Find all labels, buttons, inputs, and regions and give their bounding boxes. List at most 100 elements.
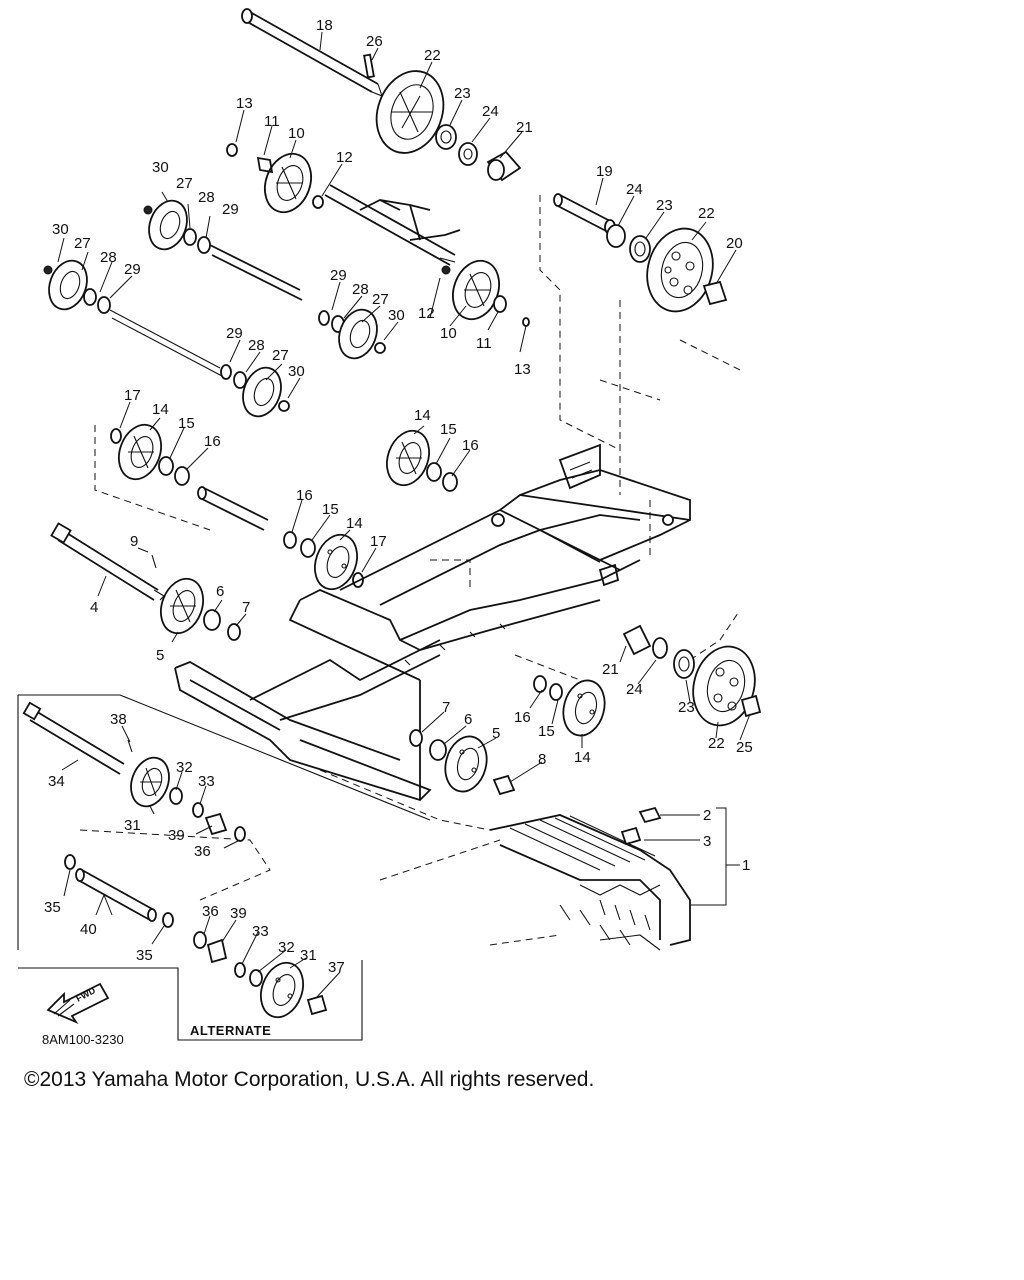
callout-19: 19: [596, 163, 613, 180]
callout-16: 16: [296, 487, 313, 504]
callout-6: 6: [464, 711, 472, 728]
callout-30: 30: [388, 307, 405, 324]
callout-29: 29: [124, 261, 141, 278]
shaft-19-assembly: [553, 193, 728, 313]
callout-22: 22: [424, 47, 441, 64]
callout-14: 14: [574, 749, 591, 766]
slide-rail-frame: [174, 443, 691, 802]
callout-leaders: [57, 31, 751, 999]
reference-lines: [79, 195, 741, 946]
callout-22: 22: [698, 205, 715, 222]
wheel-22-lower-right: [622, 624, 762, 727]
callout-21: 21: [516, 119, 533, 136]
callout-28: 28: [100, 249, 117, 266]
callout-21: 21: [602, 661, 619, 678]
callout-23: 23: [454, 85, 471, 102]
callout-14: 14: [152, 401, 169, 418]
alternate-wheel-assembly: [193, 931, 328, 1019]
shaft-center-left: [197, 486, 269, 531]
idler-wheel-22-top: [375, 70, 522, 182]
callout-5: 5: [156, 647, 164, 664]
callout-25: 25: [736, 739, 753, 756]
callout-29: 29: [226, 325, 243, 342]
callout-14: 14: [346, 515, 363, 532]
spacer-40-pair: [64, 854, 174, 928]
callout-24: 24: [626, 181, 643, 198]
track-belt: [489, 806, 740, 951]
wheel-stack-lower: [220, 364, 290, 418]
shaft-4-assembly: [50, 522, 241, 641]
callout-34: 34: [48, 773, 65, 790]
callout-17: 17: [124, 387, 141, 404]
callout-27: 27: [372, 291, 389, 308]
callout-30: 30: [152, 159, 169, 176]
callout-16: 16: [462, 437, 479, 454]
callout-16: 16: [204, 433, 221, 450]
callout-39: 39: [230, 905, 247, 922]
callout-31: 31: [300, 947, 317, 964]
wheel-stack-upper-left: [143, 199, 303, 301]
callout-33: 33: [198, 773, 215, 790]
callout-8: 8: [538, 751, 546, 768]
callout-36: 36: [194, 843, 211, 860]
callout-26: 26: [366, 33, 383, 50]
wheel-14-lower-right: [533, 675, 606, 737]
drawing-code: 8AM100-3230: [42, 1032, 124, 1047]
callout-17: 17: [370, 533, 387, 550]
callout-4: 4: [90, 599, 98, 616]
callout-1: 1: [742, 857, 750, 874]
callout-5: 5: [492, 725, 500, 742]
callout-12: 12: [336, 149, 353, 166]
callout-30: 30: [52, 221, 69, 238]
callout-32: 32: [278, 939, 295, 956]
callout-15: 15: [178, 415, 195, 432]
callout-23: 23: [678, 699, 695, 716]
callout-15: 15: [440, 421, 457, 438]
callout-10: 10: [440, 325, 457, 342]
callout-24: 24: [482, 103, 499, 120]
wheel-stack-far-left: [43, 259, 223, 377]
callout-18: 18: [316, 17, 333, 34]
callout-27: 27: [272, 347, 289, 364]
callout-31: 31: [124, 817, 141, 834]
alternate-box: ALTERNATE: [18, 960, 363, 1041]
callout-3: 3: [703, 833, 711, 850]
callout-11: 11: [264, 113, 280, 130]
callout-7: 7: [242, 599, 250, 616]
callout-13: 13: [514, 361, 531, 378]
callout-10: 10: [288, 125, 305, 142]
callout-9: 9: [130, 533, 138, 550]
callout-36: 36: [202, 903, 219, 920]
callout-29: 29: [330, 267, 347, 284]
callout-6: 6: [216, 583, 224, 600]
callout-27: 27: [176, 175, 193, 192]
callout-33: 33: [252, 923, 269, 940]
rear-axle-shaft: [241, 8, 383, 97]
upper-frame-rails: [324, 184, 461, 266]
idler-wheel-10-top: [226, 143, 324, 214]
parts-exploded-diagram: ALTERNATE FWD 8AM100-3230 18 26 22 23 24: [17, 8, 762, 1047]
callout-12: 12: [418, 305, 435, 322]
callout-22: 22: [708, 735, 725, 752]
shaft-34-assembly: [17, 694, 431, 950]
callout-30: 30: [288, 363, 305, 380]
callout-14: 14: [414, 407, 431, 424]
callout-11: 11: [476, 335, 492, 352]
callout-13: 13: [236, 95, 253, 112]
callout-16: 16: [514, 709, 531, 726]
alternate-label: ALTERNATE: [190, 1023, 271, 1038]
callout-28: 28: [198, 189, 215, 206]
wheel-stack-center: [318, 308, 386, 360]
wheel-14-left: [110, 423, 190, 486]
callout-39: 39: [168, 827, 185, 844]
callout-40: 40: [80, 921, 97, 938]
wheel-14-upper-right: [386, 429, 458, 492]
callout-37: 37: [328, 959, 345, 976]
callout-27: 27: [74, 235, 91, 252]
callout-20: 20: [726, 235, 743, 252]
wheel-5-lower: [409, 729, 516, 796]
callout-15: 15: [538, 723, 555, 740]
callout-7: 7: [442, 699, 450, 716]
fwd-arrow-icon: FWD: [46, 982, 110, 1025]
callout-38: 38: [110, 711, 127, 728]
